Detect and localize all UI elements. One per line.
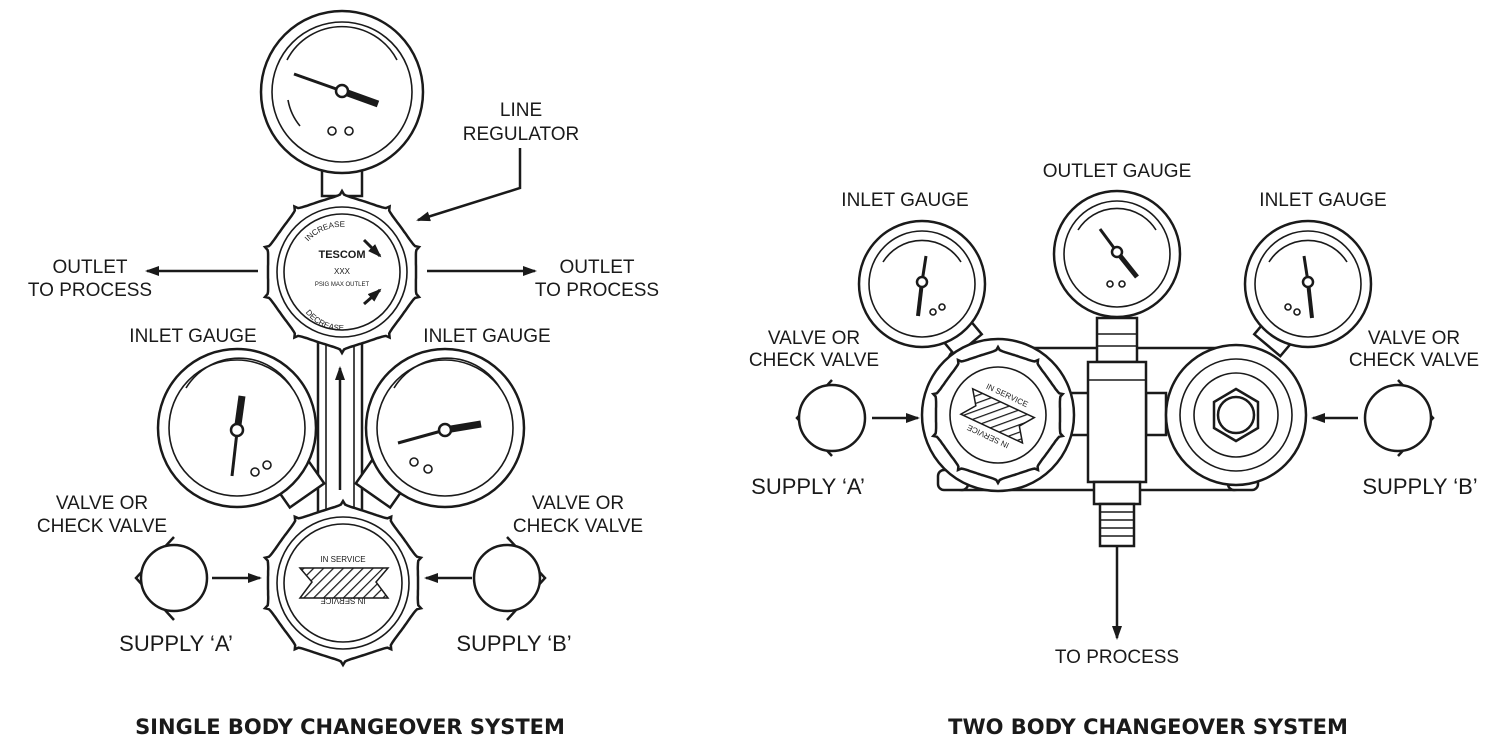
left-regulator-knob: IN SERVICE IN SERVICE: [920, 337, 1076, 493]
inlet-gauge-right-label: INLET GAUGE: [423, 326, 550, 347]
valve-right-label-1-two-body: VALVE OR: [1368, 328, 1460, 349]
regulator-brand: TESCOM: [318, 249, 365, 261]
valve-right-label-2: CHECK VALVE: [513, 516, 643, 537]
inlet-gauge-left: [156, 347, 326, 510]
right-regulator-cap: [1164, 343, 1308, 487]
inlet-gauge-right-two-body: [1243, 219, 1373, 358]
supply-b-label-two-body: SUPPLY ‘B’: [1362, 474, 1477, 499]
valve-left-two-body: [795, 379, 920, 457]
two-body-title: TWO BODY CHANGEOVER SYSTEM: [948, 715, 1348, 739]
valve-right-label-2-two-body: CHECK VALVE: [1349, 350, 1479, 371]
regulator-sub: PSIG MAX OUTLET: [315, 282, 370, 288]
outlet-gauge-label: OUTLET GAUGE: [1043, 161, 1192, 182]
inlet-gauge-left-label: INLET GAUGE: [129, 326, 256, 347]
inlet-gauge-right-label-two-body: INLET GAUGE: [1259, 190, 1386, 211]
two-body-system: IN SERVICE IN SERVICE OUTLET GAUGE INLET…: [749, 161, 1479, 739]
single-body-title: SINGLE BODY CHANGEOVER SYSTEM: [135, 715, 565, 739]
outlet-right-label-1: OUTLET: [560, 257, 635, 278]
valve-left-label-2: CHECK VALVE: [37, 516, 167, 537]
single-body-system: INCREASE DECREASE TESCOM XXX PSIG MAX OU…: [28, 9, 659, 739]
valve-left-label-1-two-body: VALVE OR: [768, 328, 860, 349]
selector-in-service-bottom: IN SERVICE: [320, 596, 365, 605]
supply-a-label-two-body: SUPPLY ‘A’: [751, 474, 865, 499]
valve-right-label-1: VALVE OR: [532, 493, 624, 514]
outlet-right-label-2: TO PROCESS: [535, 280, 659, 301]
center-manifold: [1086, 316, 1148, 640]
outlet-left-label-2: TO PROCESS: [28, 280, 152, 301]
valve-left: [134, 536, 262, 621]
regulator-model: XXX: [334, 267, 351, 276]
line-regulator-label-2: REGULATOR: [463, 124, 580, 145]
valve-right-two-body: [1311, 379, 1435, 457]
valve-right: [424, 536, 547, 621]
valve-left-label-1: VALVE OR: [56, 493, 148, 514]
line-regulator-knob: INCREASE DECREASE TESCOM XXX PSIG MAX OU…: [262, 188, 422, 356]
supply-a-label: SUPPLY ‘A’: [119, 631, 233, 656]
center-connector: [316, 336, 364, 516]
outlet-gauge: [259, 9, 425, 198]
inlet-gauge-left-label-two-body: INLET GAUGE: [841, 190, 968, 211]
inlet-gauge-left-two-body: [857, 219, 987, 358]
line-regulator-label-1: LINE: [500, 100, 542, 121]
selector-in-service-top: IN SERVICE: [320, 555, 365, 564]
valve-left-label-2-two-body: CHECK VALVE: [749, 350, 879, 371]
selector-knob: IN SERVICE IN SERVICE: [262, 498, 424, 668]
to-process-label: TO PROCESS: [1055, 647, 1179, 668]
line-regulator-leader: [416, 148, 522, 222]
inlet-gauge-right: [354, 347, 526, 510]
outlet-gauge-two-body: [1052, 189, 1182, 319]
supply-b-label: SUPPLY ‘B’: [456, 631, 571, 656]
outlet-left-label-1: OUTLET: [53, 257, 128, 278]
